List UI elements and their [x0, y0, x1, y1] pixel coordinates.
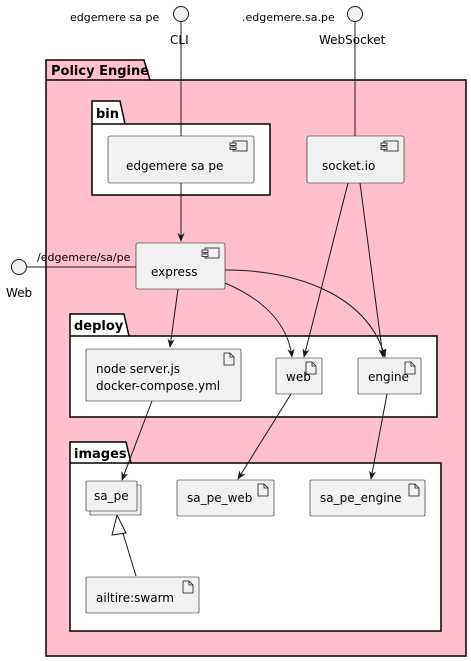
socket-io-label: socket.io — [322, 159, 375, 173]
package-title-policy-engine: Policy Engine — [51, 64, 149, 79]
edge-express-to-web — [224, 282, 295, 358]
cli-note-label: edgemere sa pe — [70, 11, 159, 24]
edge-socketio-to-engine — [359, 182, 386, 358]
web-artifact-label: web — [286, 370, 311, 384]
websocket-note-label: .edgemere.sa.pe — [242, 11, 335, 24]
artifact-sa-pe: sa_pe — [85, 480, 142, 516]
interface-web: Web /edgemere/sa/pe — [6, 251, 131, 300]
sa-pe-web-label: sa_pe_web — [187, 491, 252, 505]
edges — [27, 22, 388, 577]
package-title-images: images — [74, 447, 127, 462]
edge-express-to-node — [167, 288, 179, 348]
component-edgemere-sa-pe: edgemere sa pe — [107, 135, 255, 184]
inheritance-triangle — [111, 513, 127, 536]
edge-express-to-engine — [224, 269, 387, 358]
web-path-label: /edgemere/sa/pe — [37, 251, 131, 264]
artifact-node-server: node server.js docker-compose.yml — [85, 348, 242, 402]
cli-label: CLI — [170, 33, 189, 47]
package-title-deploy: deploy — [74, 319, 124, 334]
edge-node-to-sape — [121, 400, 153, 481]
express-label: express — [151, 265, 197, 279]
edge-web-to-sapeweb — [237, 393, 292, 480]
artifact-ailtire-swarm: ailtire:swarm — [85, 576, 200, 614]
ailtire-swarm-label: ailtire:swarm — [96, 591, 174, 605]
node-server-label-line1: node server.js — [96, 362, 180, 376]
edge-engine-to-sapeengine — [368, 393, 388, 480]
artifact-web: web — [275, 357, 323, 395]
engine-artifact-label: engine — [368, 370, 409, 384]
edge-socketio-to-web — [302, 182, 349, 358]
artifact-sa-pe-web: sa_pe_web — [176, 479, 275, 517]
interface-websocket: .edgemere.sa.pe WebSocket — [242, 6, 386, 47]
interface-cli: edgemere sa pe CLI — [70, 6, 189, 47]
edge-ailtire-to-sape — [121, 529, 137, 577]
node-server-label-line2: docker-compose.yml — [96, 379, 220, 393]
web-label: Web — [6, 286, 32, 300]
edgemere-sa-pe-label: edgemere sa pe — [126, 159, 223, 173]
component-express: express — [135, 242, 226, 290]
websocket-label: WebSocket — [319, 33, 386, 47]
component-socket-io: socket.io — [306, 135, 405, 184]
artifact-sa-pe-engine: sa_pe_engine — [309, 479, 426, 517]
package-title-bin: bin — [96, 107, 119, 122]
sa-pe-label: sa_pe — [94, 489, 129, 503]
artifact-engine: engine — [357, 357, 422, 395]
sa-pe-engine-label: sa_pe_engine — [320, 491, 402, 505]
